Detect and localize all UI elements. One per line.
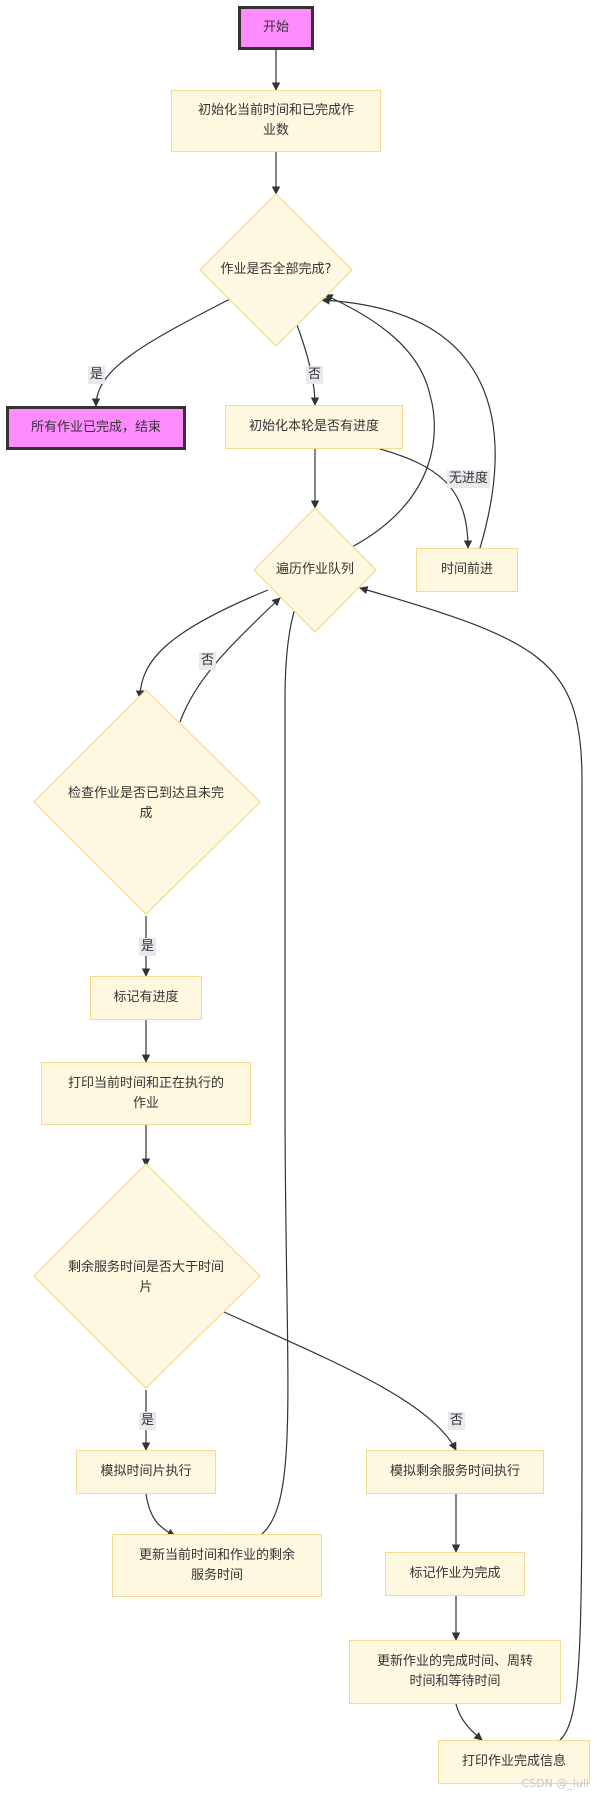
edge-label-yes-all-done: 是	[88, 366, 106, 384]
decision-remaining-time: 剩余服务时间是否大于时间片	[62, 1256, 230, 1300]
edge-label-no-progress: 无进度	[447, 470, 491, 488]
node-print-current-label: 打印当前时间和正在执行的作业	[67, 1075, 224, 1111]
decision-traverse-queue: 遍历作业队列	[258, 558, 372, 582]
edge-label-no-all-done: 否	[306, 366, 324, 384]
node-start: 开始	[238, 6, 314, 50]
node-all-done-end-label: 所有作业已完成，结束	[30, 420, 161, 435]
watermark-text: CSDN @_luli	[521, 1777, 590, 1790]
node-all-done-end: 所有作业已完成，结束	[6, 406, 186, 450]
edge-printfinish-to-traverse	[359, 586, 583, 1741]
edge-alldone-no	[296, 324, 320, 406]
decision-all-done: 作业是否全部完成?	[206, 258, 346, 282]
node-simulate-slice-label: 模拟时间片执行	[100, 1464, 192, 1479]
node-simulate-remaining-label: 模拟剩余服务时间执行	[389, 1464, 520, 1479]
edge-label-yes-check-job: 是	[139, 938, 157, 956]
node-print-current: 打印当前时间和正在执行的作业	[41, 1062, 251, 1125]
edge-traverse-to-check	[135, 589, 269, 699]
decision-shape-remaining	[33, 1163, 261, 1389]
node-time-advance: 时间前进	[416, 548, 518, 592]
node-init-time-label: 初始化当前时间和已完成作业数	[197, 103, 354, 138]
node-update-finish-label: 更新作业的完成时间、周转时间和等待时间	[376, 1654, 533, 1689]
edge-updatefinish-to-printfinish	[455, 1703, 483, 1741]
decision-traverse-queue-label: 遍历作业队列	[275, 562, 354, 577]
decision-all-done-label: 作业是否全部完成?	[220, 262, 332, 277]
decision-check-job: 检查作业是否已到达且未完成	[62, 782, 230, 826]
edge-update-to-traverse	[261, 599, 300, 1535]
edge-check-no-to-traverse	[179, 597, 281, 723]
node-init-progress-label: 初始化本轮是否有进度	[248, 419, 379, 434]
node-mark-progress-label: 标记有进度	[113, 990, 179, 1005]
decision-remaining-time-label: 剩余服务时间是否大于时间片	[67, 1260, 224, 1295]
node-init-time: 初始化当前时间和已完成作业数	[171, 90, 381, 152]
node-mark-done: 标记作业为完成	[385, 1552, 525, 1596]
node-print-finish: 打印作业完成信息	[438, 1740, 590, 1784]
edge-initprog-noprogress	[379, 448, 473, 549]
node-mark-done-label: 标记作业为完成	[409, 1566, 501, 1581]
node-time-advance-label: 时间前进	[440, 562, 493, 577]
node-update-remaining-label: 更新当前时间和作业的剩余服务时间	[138, 1547, 295, 1583]
node-update-finish: 更新作业的完成时间、周转时间和等待时间	[349, 1640, 561, 1704]
decision-shape-all-done	[199, 193, 353, 347]
edge-label-yes-remaining: 是	[139, 1412, 157, 1430]
node-update-remaining: 更新当前时间和作业的剩余服务时间	[112, 1534, 322, 1597]
decision-check-job-label: 检查作业是否已到达且未完成	[67, 786, 224, 821]
decision-shape-traverse	[253, 507, 377, 633]
edge-alldone-yes	[91, 297, 233, 407]
node-print-finish-label: 打印作业完成信息	[461, 1754, 566, 1769]
node-simulate-slice: 模拟时间片执行	[76, 1450, 216, 1494]
node-init-progress: 初始化本轮是否有进度	[225, 405, 403, 449]
edge-remaining-no	[223, 1311, 457, 1451]
node-mark-progress: 标记有进度	[90, 976, 202, 1020]
node-simulate-remaining: 模拟剩余服务时间执行	[366, 1450, 544, 1494]
decision-shape-check-job	[33, 689, 261, 915]
edge-label-no-remaining: 否	[448, 1412, 466, 1430]
edge-slice-to-update	[145, 1493, 176, 1537]
edge-timeadvance-to-alldone	[321, 296, 496, 549]
node-start-label: 开始	[262, 20, 289, 35]
edge-label-no-check-job: 否	[199, 652, 217, 670]
edge-traverse-to-alldone	[324, 294, 435, 549]
